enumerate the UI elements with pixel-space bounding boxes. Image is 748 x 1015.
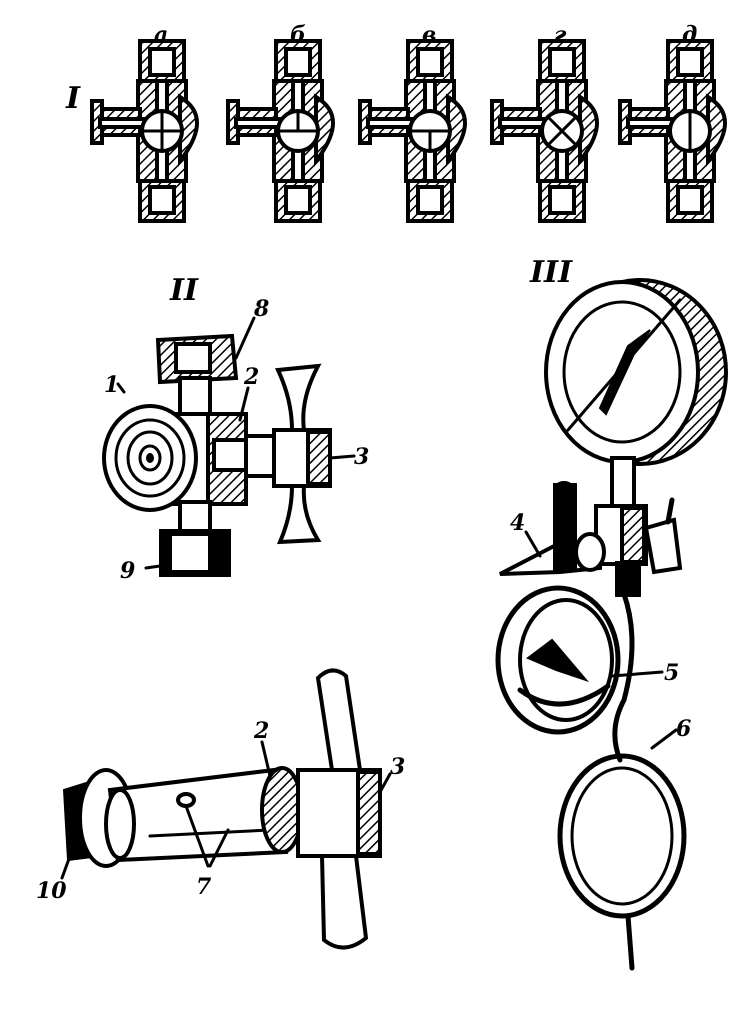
part-number-3-upper: 3 xyxy=(354,444,369,470)
section-label-one: I xyxy=(65,81,81,116)
part-number-7: 7 xyxy=(196,874,212,900)
section-label-two: II xyxy=(169,273,199,308)
part-number-2-lower: 2 xyxy=(253,718,269,744)
position-label-d: д xyxy=(682,22,697,48)
valve-position-g xyxy=(490,39,599,223)
position-label-a: а xyxy=(154,22,168,48)
part-number-4: 4 xyxy=(510,510,525,536)
position-label-b: б xyxy=(290,22,306,48)
position-label-v: в xyxy=(422,22,436,48)
part-number-6: 6 xyxy=(676,716,691,742)
part-number-2-upper: 2 xyxy=(243,364,259,390)
valve-position-v xyxy=(358,39,467,223)
valve-position-b xyxy=(226,39,335,223)
section-label-three: III xyxy=(529,255,573,290)
part-number-5: 5 xyxy=(664,660,679,686)
valve-position-a xyxy=(90,39,199,223)
part-number-8: 8 xyxy=(253,296,269,322)
position-label-g: г xyxy=(554,22,567,48)
part-number-1: 1 xyxy=(104,372,119,398)
part-number-3-lower: 3 xyxy=(390,754,405,780)
valve-position-d xyxy=(618,39,727,223)
pressure-gauge-assembly xyxy=(495,278,728,971)
three-way-valve-assembly xyxy=(102,333,332,577)
valve-plug-detail xyxy=(62,668,382,950)
part-number-10: 10 xyxy=(36,878,67,904)
part-number-9: 9 xyxy=(120,558,135,584)
